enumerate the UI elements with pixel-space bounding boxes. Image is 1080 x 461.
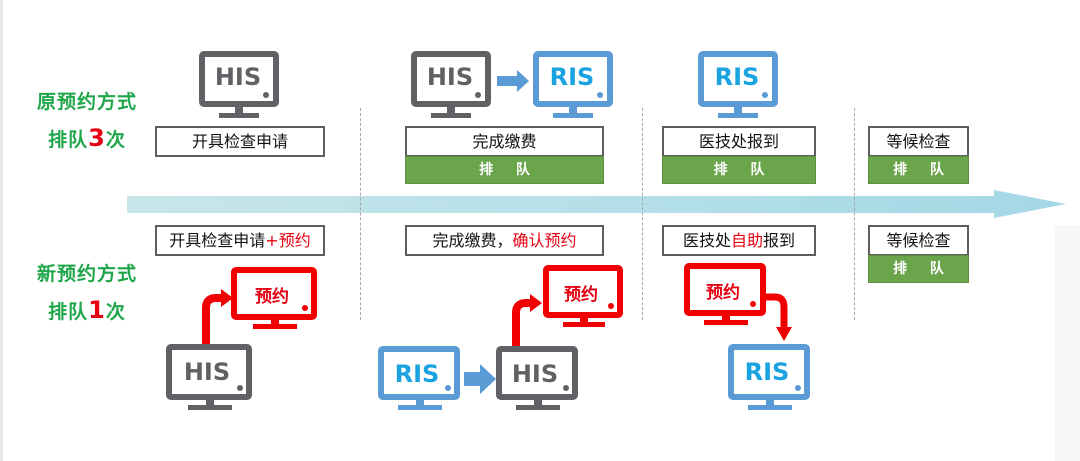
queue-bar: 排 队	[662, 156, 816, 184]
his-label: HIS	[511, 360, 559, 388]
background-shade	[1055, 225, 1080, 461]
new-process-title: 新预约方式	[36, 263, 137, 285]
new-process-label: 新预约方式 排队1次	[22, 256, 152, 330]
label-highlight: 自助	[730, 231, 763, 250]
queue-bar: 排 队	[868, 255, 969, 283]
old-process-title: 原预约方式	[36, 91, 137, 113]
step-box-await-exam: 等候检查	[868, 225, 969, 256]
his-monitor-icon: HIS	[496, 346, 580, 412]
queue-count-number: 3	[88, 124, 106, 152]
right-arrow-icon	[497, 70, 529, 92]
ris-label: RIS	[394, 360, 440, 388]
label-text: 开具检查申请	[169, 231, 266, 250]
left-edge-line	[0, 0, 3, 461]
step-box-check-in: 医技处报到	[662, 126, 816, 157]
step-box-payment-confirm: 完成缴费，确认预约	[405, 225, 604, 256]
queue-count-number: 1	[88, 296, 106, 324]
reserve-label: 预约	[255, 287, 289, 307]
ris-label: RIS	[714, 63, 760, 91]
ris-monitor-icon: RIS	[533, 51, 615, 123]
queue-bar: 排 队	[868, 156, 969, 184]
step-divider	[854, 108, 855, 320]
queue-suffix: 次	[105, 129, 126, 151]
label-highlight: 确认预约	[512, 231, 577, 250]
label-text: 完成缴费，	[432, 231, 513, 250]
step-divider	[642, 108, 643, 320]
queue-prefix: 排队	[48, 301, 89, 323]
queue-bar: 排 队	[405, 156, 604, 184]
new-process-queue-count: 排队1次	[22, 292, 152, 330]
right-arrow-icon	[464, 364, 496, 394]
ris-monitor-icon: RIS	[728, 344, 812, 412]
curved-arrow-icon	[766, 293, 792, 341]
step-box-complete-payment: 完成缴费	[405, 126, 604, 157]
his-label: HIS	[214, 63, 262, 91]
label-text: 医技处	[682, 231, 731, 250]
label-highlight: +预约	[265, 231, 311, 250]
label-text: 报到	[763, 231, 796, 250]
ris-monitor-icon: RIS	[378, 346, 462, 412]
reserve-monitor-icon: 预约	[684, 263, 768, 327]
curved-arrow-icon	[202, 289, 233, 348]
reserve-monitor-icon: 预约	[543, 265, 625, 329]
step-box-issue-request-reserve: 开具检查申请+预约	[155, 225, 325, 256]
ris-label: RIS	[549, 63, 595, 91]
step-box-self-check-in: 医技处自助报到	[662, 225, 816, 256]
ris-label: RIS	[744, 358, 790, 386]
step-divider	[360, 108, 361, 320]
ris-monitor-icon: RIS	[698, 51, 780, 123]
curved-arrow-icon	[512, 294, 542, 347]
old-process-queue-count: 排队3次	[22, 120, 152, 158]
reserve-label: 预约	[564, 285, 598, 305]
his-monitor-icon: HIS	[199, 51, 281, 123]
reserve-monitor-icon: 预约	[231, 267, 319, 331]
his-monitor-icon: HIS	[411, 51, 493, 123]
step-box-issue-request: 开具检查申请	[155, 126, 325, 157]
reserve-label: 预约	[706, 283, 740, 303]
his-monitor-icon: HIS	[166, 344, 254, 412]
step-box-await-exam: 等候检查	[868, 126, 969, 157]
his-label: HIS	[183, 358, 231, 386]
old-process-label: 原预约方式 排队3次	[22, 84, 152, 158]
queue-prefix: 排队	[48, 129, 89, 151]
queue-suffix: 次	[105, 301, 126, 323]
his-label: HIS	[426, 63, 474, 91]
